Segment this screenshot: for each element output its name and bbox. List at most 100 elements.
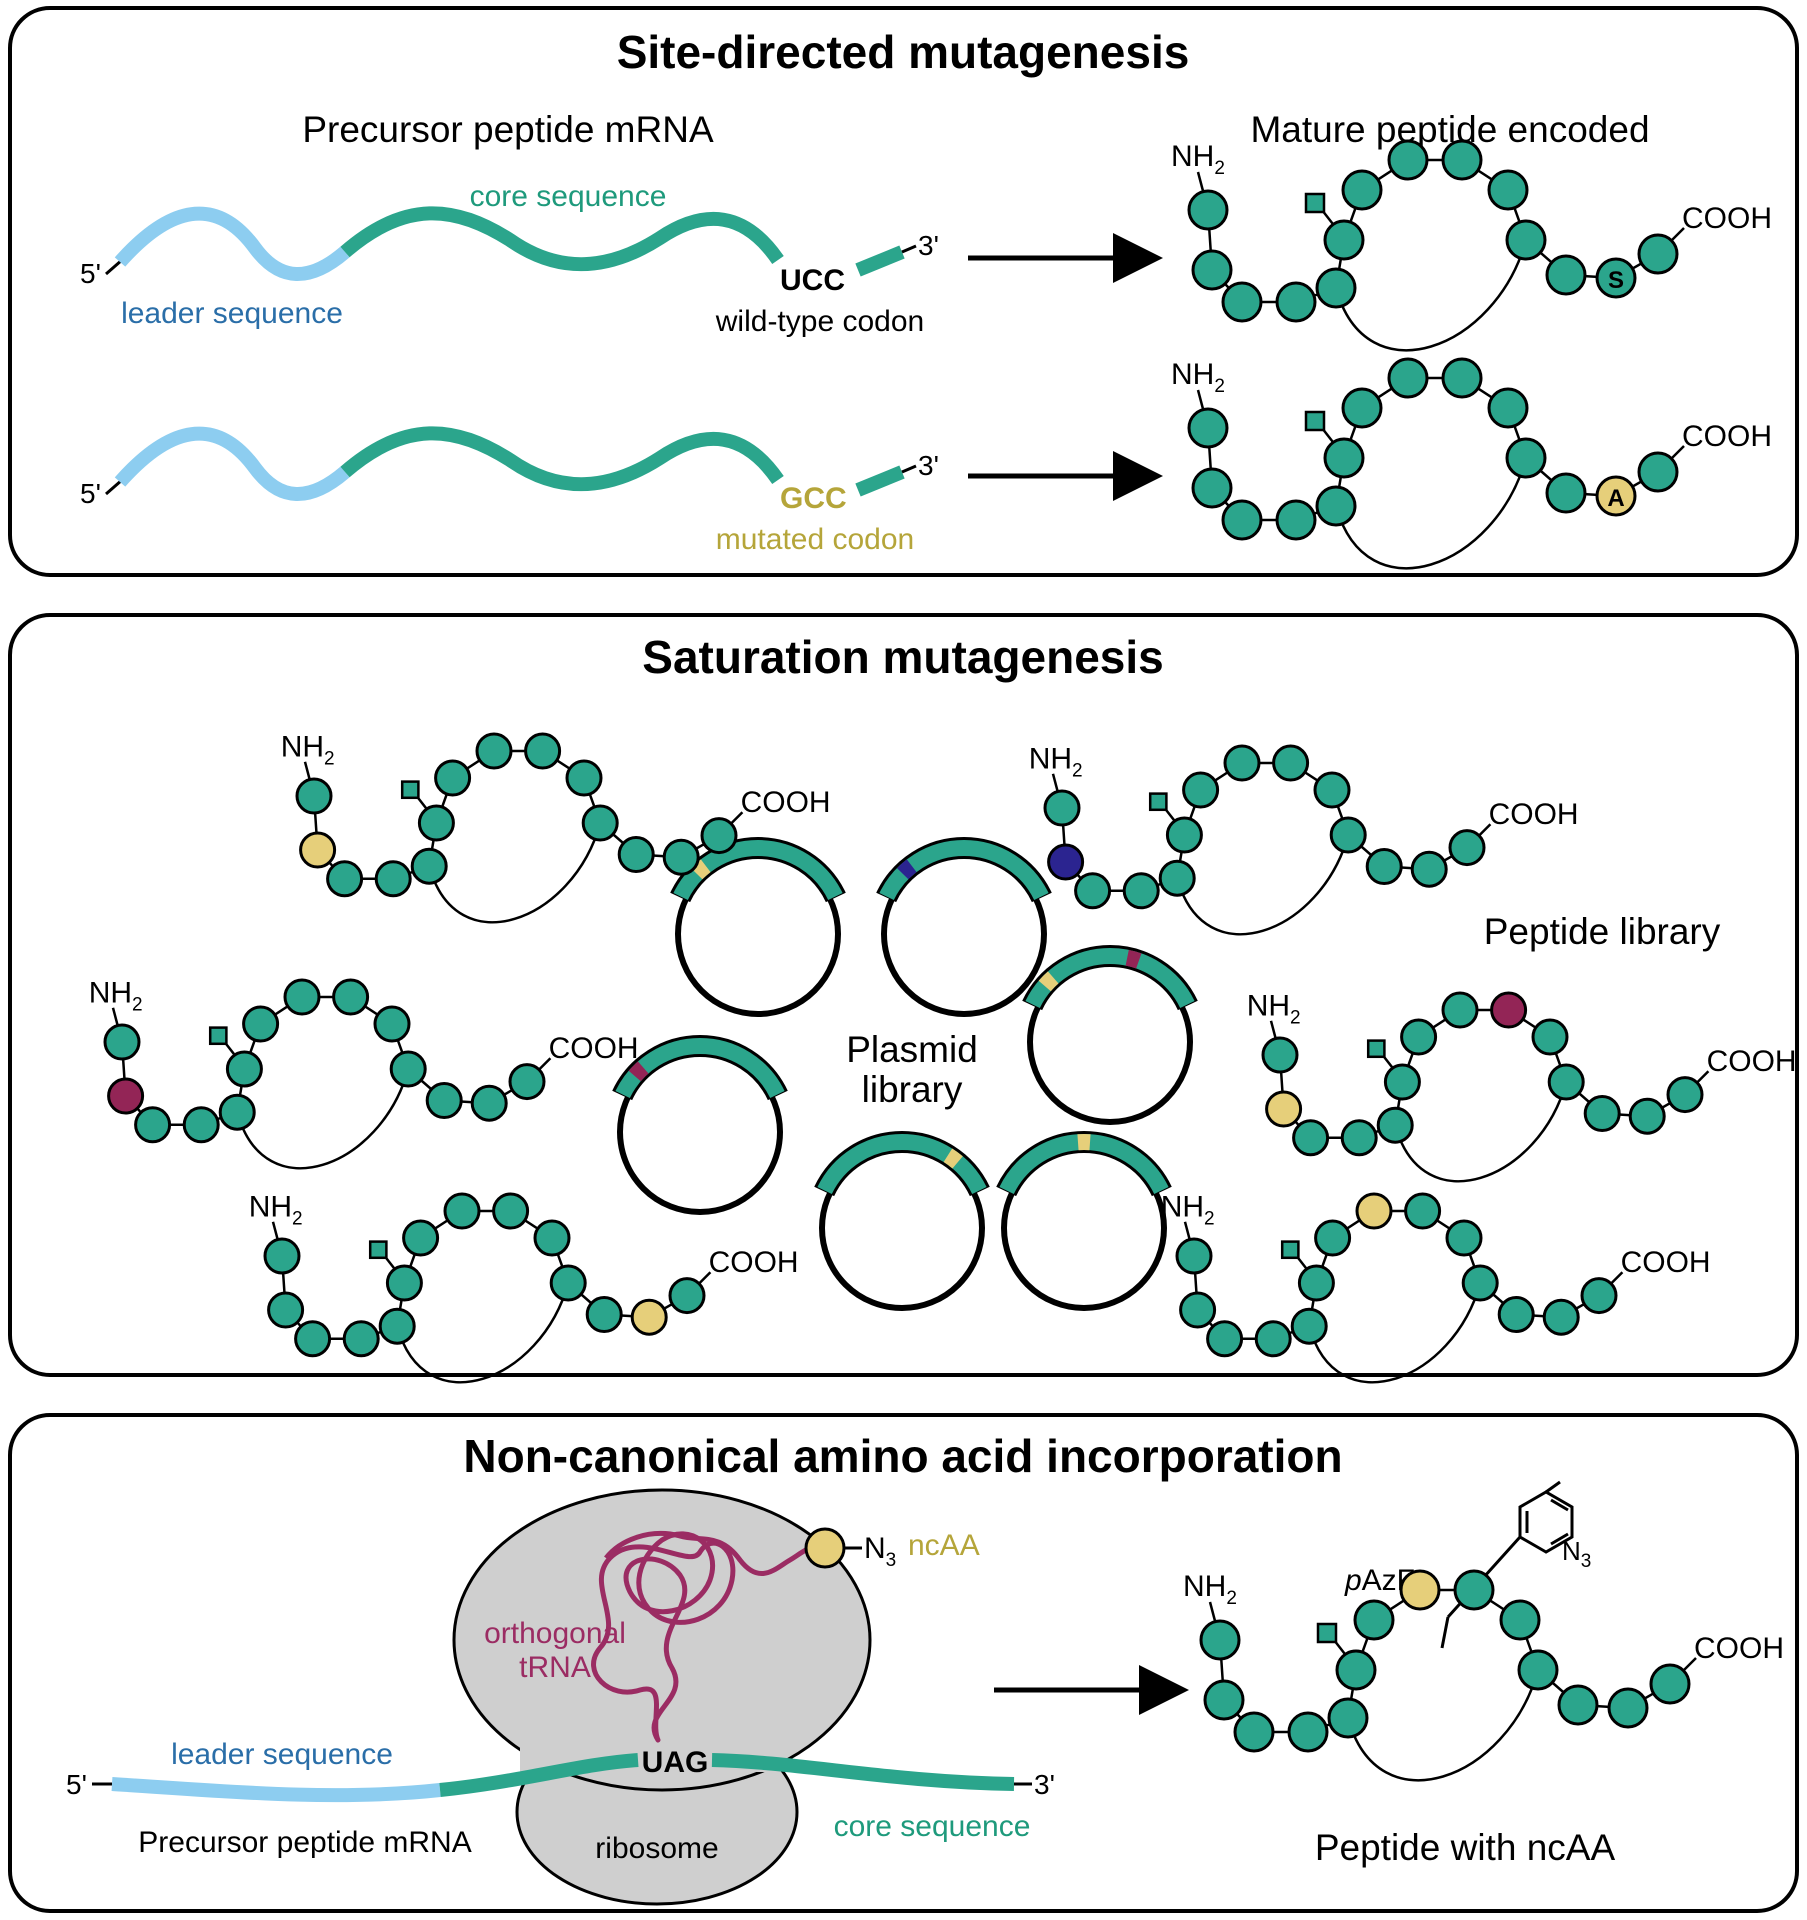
amino-acid-residue — [1545, 254, 1587, 296]
amino-acid-residue — [1637, 233, 1679, 275]
amino-acid-residue — [402, 1219, 440, 1257]
amino-acid-residue — [1453, 1569, 1495, 1611]
amino-acid-residue — [1387, 139, 1429, 181]
amino-acid-residue — [581, 804, 619, 842]
three-prime-label: 3' — [918, 450, 939, 481]
ncaa-residue — [804, 1527, 846, 1569]
n-terminus-label: NH2 — [1029, 742, 1083, 781]
amino-acid-residue — [1275, 499, 1317, 541]
plasmid-library — [612, 837, 1198, 1311]
c-terminus-label: COOH — [549, 1032, 639, 1065]
amino-acid-residue — [294, 1320, 332, 1358]
amino-acid-residue — [1221, 499, 1263, 541]
amino-acid-residue — [332, 978, 370, 1016]
amino-acid-residue — [1542, 1298, 1580, 1336]
three-prime-tail — [855, 465, 905, 497]
residue-letter: A — [1607, 485, 1624, 512]
leader-sequence-segment — [111, 1777, 441, 1803]
amino-acid-residue — [1314, 1219, 1352, 1257]
plasmid-library-label-line2: library — [862, 1069, 963, 1110]
core-sequence-segment — [340, 206, 784, 272]
stop-codon: UAG — [642, 1746, 709, 1779]
amino-acid-residue — [1580, 1277, 1618, 1315]
ncaa-label: ncAA — [908, 1529, 980, 1562]
macrocycle-link — [1175, 834, 1350, 936]
ribosome-label: ribosome — [595, 1832, 718, 1865]
amino-acid-residue — [1074, 872, 1112, 910]
modification-marker — [208, 1026, 228, 1046]
amino-acid-residue — [1441, 357, 1483, 399]
amino-acid-residue — [1497, 1296, 1535, 1333]
modification-marker — [400, 780, 420, 800]
c-terminus-label: COOH — [1682, 202, 1772, 235]
amino-acid-residue — [1275, 281, 1317, 323]
azide-label: N3 — [864, 1532, 896, 1571]
mutated-codon: GCC — [780, 482, 847, 515]
amino-acid-residue — [1448, 829, 1486, 867]
panel-title: Non-canonical amino acid incorporation — [463, 1430, 1342, 1482]
trna-strand — [591, 1531, 736, 1743]
mrna-heading: Precursor peptide mRNA — [302, 109, 714, 150]
amino-acid-residue — [1323, 219, 1365, 261]
amino-acid-residue — [1191, 467, 1233, 509]
amino-acid-residue — [1206, 1320, 1244, 1358]
amino-acid-residue — [103, 1023, 141, 1061]
amino-acid-residue — [565, 759, 603, 797]
amino-acid-residue — [1499, 1599, 1541, 1641]
mutation-site — [628, 1061, 649, 1082]
amino-acid-residue — [410, 847, 448, 885]
macrocycle-link — [1307, 1282, 1482, 1384]
panel-title: Saturation mutagenesis — [642, 631, 1163, 683]
amino-acid-residue — [1254, 1320, 1292, 1358]
c-terminus-label: COOH — [1489, 798, 1579, 831]
amino-acid-residue — [549, 1264, 587, 1302]
panel-ncaa: Non-canonical amino acid incorporation r… — [8, 1413, 1799, 1913]
amino-acid-residue — [1165, 816, 1203, 854]
mutation-site — [690, 859, 711, 880]
amino-acid-residue — [1387, 357, 1429, 399]
n-terminus-label: NH2 — [1247, 989, 1301, 1028]
c-terminus-label: COOH — [709, 1246, 799, 1279]
amino-acid-residue — [1595, 257, 1637, 299]
amino-acid-residue — [1490, 991, 1528, 1029]
mutated-codon-caption: mutated codon — [716, 523, 914, 556]
amino-acid-residue — [1353, 1599, 1395, 1641]
c-terminus-label: COOH — [1682, 420, 1772, 453]
macrocycle-link — [427, 822, 602, 924]
trna-acceptor-arm — [604, 1530, 819, 1576]
amino-acid-residue — [283, 978, 321, 1016]
mutation-site — [943, 1148, 963, 1169]
amino-acid-residue — [1313, 771, 1351, 809]
azide-label: N3 — [1562, 1536, 1591, 1572]
amino-acid-residue — [1404, 1192, 1442, 1230]
panel-title: Site-directed mutagenesis — [617, 26, 1190, 78]
amino-acid-residue — [1315, 485, 1357, 527]
precursor-mrna-label: Precursor peptide mRNA — [138, 1826, 471, 1859]
insert-gene — [817, 1134, 987, 1195]
macrocycle-link — [1334, 457, 1528, 570]
five-prime-label: 5' — [80, 478, 101, 509]
trna-label: orthogonal — [484, 1617, 626, 1650]
amino-acid-residue — [417, 804, 455, 842]
panel-saturation: Saturation mutagenesis Plasmid library P… — [8, 613, 1799, 1384]
panel-frame — [8, 613, 1799, 1377]
orthogonal-trna: orthogonal tRNA N3 ncAA — [484, 1527, 980, 1743]
amino-acid-residue — [425, 1082, 463, 1119]
residue-letter: S — [1608, 267, 1624, 294]
amino-acid-residue — [1341, 169, 1383, 211]
amino-acid-residue — [1445, 1219, 1483, 1257]
plasmid — [612, 1035, 788, 1215]
ribosome: ribosome — [452, 1488, 872, 1906]
amino-acid-residue — [1287, 1711, 1329, 1753]
macrocycle-link — [1334, 239, 1528, 352]
plasmid — [670, 837, 846, 1017]
amino-acid-residue — [299, 831, 337, 869]
amino-acid-residue — [1341, 387, 1383, 429]
plasmid — [996, 1130, 1172, 1311]
wild-type-mrna: 5' 3' UCC wild-type codon leader sequenc… — [80, 180, 939, 338]
amino-acid-residue — [374, 860, 412, 898]
